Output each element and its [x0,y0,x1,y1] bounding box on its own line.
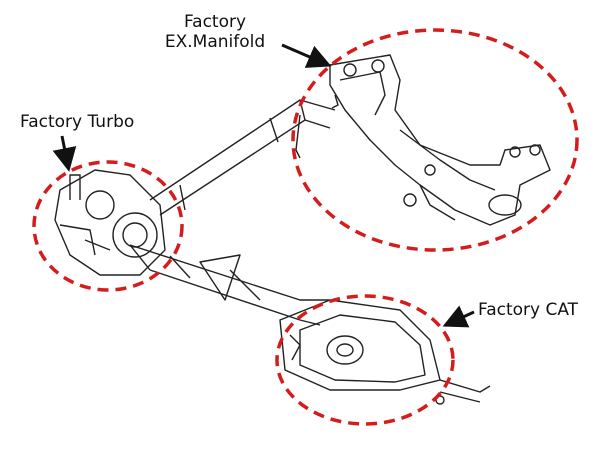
manifold-label-line1: Factory [183,12,247,32]
manifold-label: Factory EX.Manifold [155,12,275,52]
cat-arrow [442,305,475,328]
manifold-label-line2: EX.Manifold [164,32,266,52]
turbo-label: Factory Turbo [20,112,135,132]
cat-highlight-circle [275,294,455,426]
manifold-arrow [281,43,332,68]
exhaust-pipe-drawing [54,54,551,405]
manifold-highlight-circle [291,28,579,252]
turbo-arrow [52,135,77,172]
cat-label: Factory CAT [478,300,579,320]
turbo-highlight-circle [32,160,184,292]
